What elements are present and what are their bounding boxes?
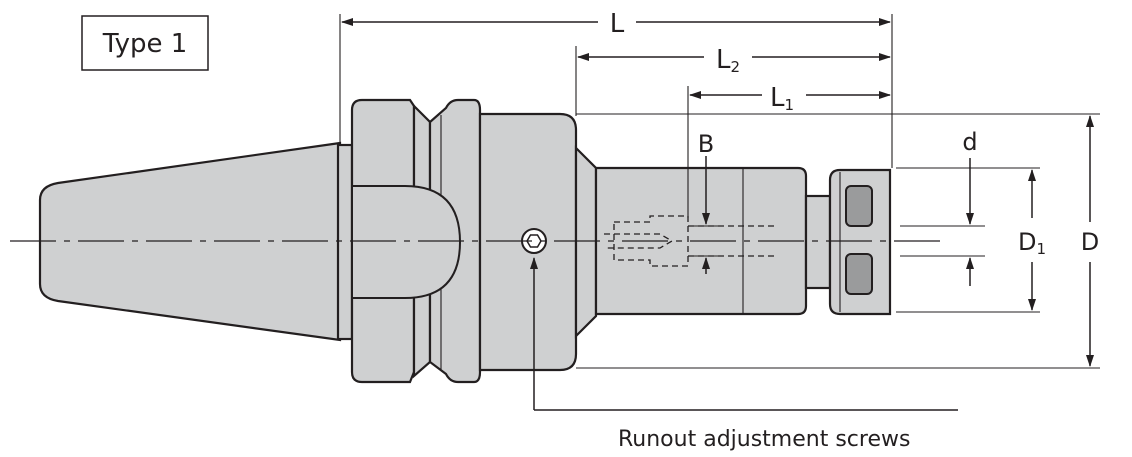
shank-step xyxy=(336,143,354,341)
dim-label-D1: D1 xyxy=(1018,228,1046,258)
dim-label-L1: L1 xyxy=(770,83,794,114)
runout-callout: Runout adjustment screws xyxy=(530,257,958,452)
type-label: Type 1 xyxy=(102,29,188,59)
dim-label-d: d xyxy=(962,128,977,156)
drive-key-slot xyxy=(351,185,462,299)
bore-hidden-inner xyxy=(604,233,674,249)
dimension-L1: L1 xyxy=(689,83,891,114)
dim-label-D: D xyxy=(1081,228,1099,256)
collet-neck xyxy=(804,194,832,290)
callout-label: Runout adjustment screws xyxy=(618,427,910,452)
dimension-D1: D1 xyxy=(1018,169,1046,311)
extension-lines xyxy=(339,14,1100,369)
collet-slot-top xyxy=(845,185,873,227)
collet-slot-bottom xyxy=(845,253,873,295)
dimension-L: L xyxy=(341,9,891,39)
dim-label-B: B xyxy=(698,130,714,158)
dim-label-L: L xyxy=(610,9,625,39)
bore-hidden-outline xyxy=(613,215,689,267)
dimension-D: D xyxy=(1081,115,1099,367)
dimension-d: d xyxy=(962,128,978,286)
dimension-B: B xyxy=(698,130,714,274)
dimension-L2: L2 xyxy=(577,45,891,76)
type-label-box: Type 1 xyxy=(81,15,209,71)
taper-neck xyxy=(574,145,598,339)
dim-label-L2: L2 xyxy=(716,45,740,76)
